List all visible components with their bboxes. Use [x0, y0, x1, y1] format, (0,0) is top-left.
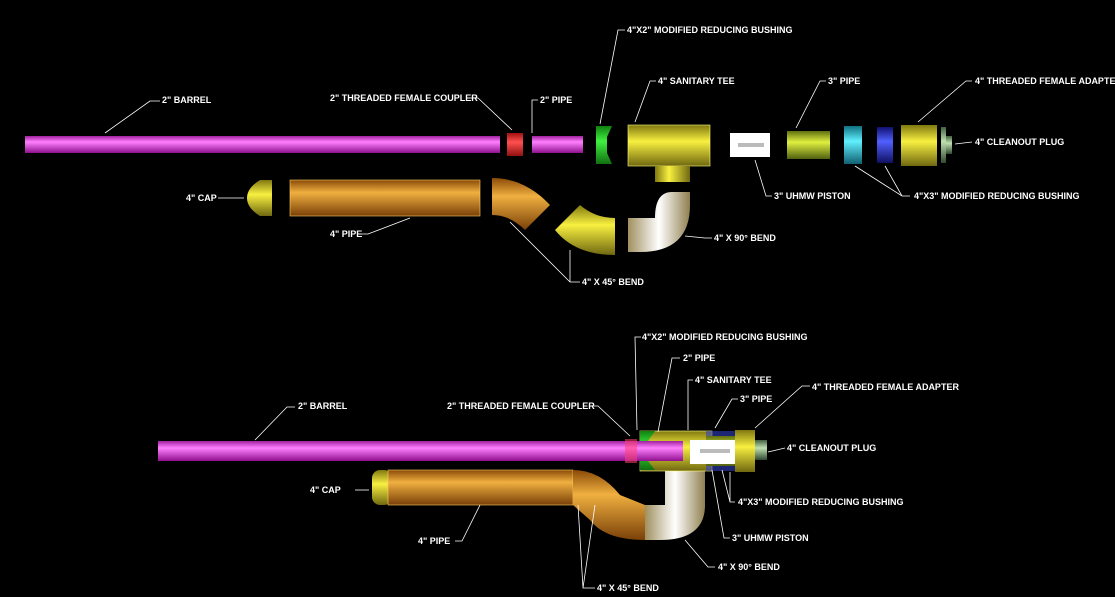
label-tee: 4" SANITARY TEE — [658, 76, 735, 86]
label-cap: 4" CAP — [186, 193, 217, 203]
label-bend90: 4" X 90° BEND — [718, 562, 780, 572]
cap — [247, 180, 272, 216]
label-pipe4: 4" PIPE — [418, 536, 450, 546]
label-piston: 3" UHMW PISTON — [732, 533, 809, 543]
bushing-4x2 — [596, 126, 612, 164]
barrel — [158, 441, 683, 461]
label-pipe3: 3" PIPE — [740, 394, 772, 404]
piston — [690, 440, 735, 464]
bend-45 — [573, 470, 645, 540]
label-pipe2: 2" PIPE — [683, 353, 715, 363]
threaded-adapter — [735, 430, 755, 472]
label-bushing4x3: 4"X3" MODIFIED REDUCING BUSHING — [914, 191, 1080, 201]
label-piston: 3" UHMW PISTON — [774, 191, 851, 201]
label-adapter: 4" THREADED FEMALE ADAPTER — [812, 382, 959, 392]
threaded-adapter — [901, 125, 937, 166]
pipe-3in — [787, 131, 830, 159]
sanitary-tee — [627, 124, 711, 182]
bushing-4x3-a — [844, 126, 862, 164]
cleanout-plug — [755, 440, 767, 460]
label-bushing4x2: 4"X2" MODIFIED REDUCING BUSHING — [642, 332, 808, 342]
label-barrel: 2" BARREL — [298, 401, 348, 411]
label-pipe4: 4" PIPE — [330, 229, 362, 239]
bend-90 — [628, 192, 690, 252]
label-pipe3: 3" PIPE — [828, 76, 860, 86]
label-barrel: 2" BARREL — [162, 95, 212, 105]
assembled-view: 2" BARREL 2" THREADED FEMALE COUPLER 4"X… — [158, 332, 959, 593]
label-bend45: 4" X 45° BEND — [597, 583, 659, 593]
label-coupler: 2" THREADED FEMALE COUPLER — [447, 401, 595, 411]
coupler — [625, 439, 637, 463]
label-adapter: 4" THREADED FEMALE ADAPTER — [975, 76, 1115, 86]
piston — [730, 133, 770, 157]
coupler — [507, 133, 523, 156]
label-pipe2: 2" PIPE — [540, 95, 572, 105]
label-plug: 4" CLEANOUT PLUG — [975, 137, 1064, 147]
bushing-4x3-b — [877, 127, 893, 163]
label-cap: 4" CAP — [310, 485, 341, 495]
pipe-2in — [532, 136, 583, 153]
exploded-view: 2" BARREL 2" THREADED FEMALE COUPLER 2" … — [25, 25, 1115, 287]
label-bend90: 4" X 90° BEND — [714, 233, 776, 243]
pipe-4in — [387, 469, 574, 506]
label-bend45: 4" X 45° BEND — [582, 277, 644, 287]
bend-45-b — [555, 205, 615, 255]
label-tee: 4" SANITARY TEE — [695, 375, 772, 385]
label-bushing4x3: 4"X3" MODIFIED REDUCING BUSHING — [738, 497, 904, 507]
barrel — [25, 136, 500, 153]
bend-45-a — [492, 178, 550, 230]
pipe-4in — [289, 179, 481, 217]
label-bushing4x2: 4"X2" MODIFIED REDUCING BUSHING — [627, 25, 793, 35]
bend-90 — [645, 470, 705, 540]
label-plug: 4" CLEANOUT PLUG — [787, 443, 876, 453]
cap — [372, 470, 392, 505]
cleanout-plug — [941, 127, 952, 163]
label-coupler: 2" THREADED FEMALE COUPLER — [330, 93, 478, 103]
